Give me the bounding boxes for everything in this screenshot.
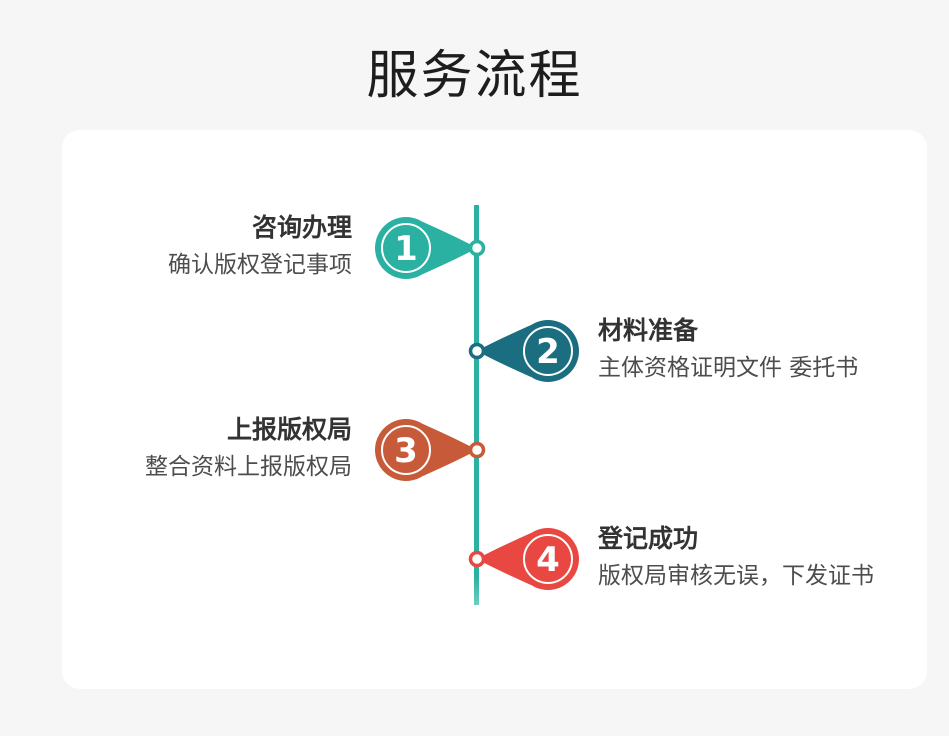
step-2-node-icon — [468, 342, 486, 360]
step-2-number: 2 — [536, 332, 560, 372]
step-3-title: 上报版权局 — [226, 415, 352, 444]
timeline-vertical-line — [474, 205, 479, 605]
step-3-node-icon — [468, 441, 486, 459]
step-4-title: 登记成功 — [598, 524, 699, 553]
step-2-subtitle: 主体资格证明文件 委托书 — [598, 355, 859, 381]
step-4-text: 登记成功 版权局审核无误，下发证书 — [598, 524, 874, 590]
step-3-text: 上报版权局 整合资料上报版权局 — [145, 415, 352, 481]
step-1-node-icon — [468, 239, 486, 257]
step-4-subtitle: 版权局审核无误，下发证书 — [598, 563, 874, 589]
page-title: 服务流程 — [366, 46, 583, 106]
step-4-node-icon — [468, 550, 486, 568]
step-3-number: 3 — [394, 431, 418, 471]
step-3-badge-icon: 3 — [375, 419, 477, 481]
step-2-title: 材料准备 — [598, 316, 699, 345]
step-1-badge-icon: 1 — [375, 217, 477, 279]
step-3-subtitle: 整合资料上报版权局 — [145, 454, 352, 480]
step-2-badge-icon: 2 — [477, 320, 579, 382]
step-1-text: 咨询办理 确认版权登记事项 — [168, 213, 352, 279]
step-2-text: 材料准备 主体资格证明文件 委托书 — [598, 316, 858, 382]
step-1-subtitle: 确认版权登记事项 — [168, 252, 352, 278]
step-1-title: 咨询办理 — [251, 213, 352, 242]
step-1-number: 1 — [394, 229, 418, 269]
process-card: 咨询办理 确认版权登记事项 1 材料准备 主体资格证明文件 委托书 2 — [62, 130, 927, 689]
step-4-badge-icon: 4 — [477, 528, 579, 590]
step-4-number: 4 — [536, 540, 560, 580]
